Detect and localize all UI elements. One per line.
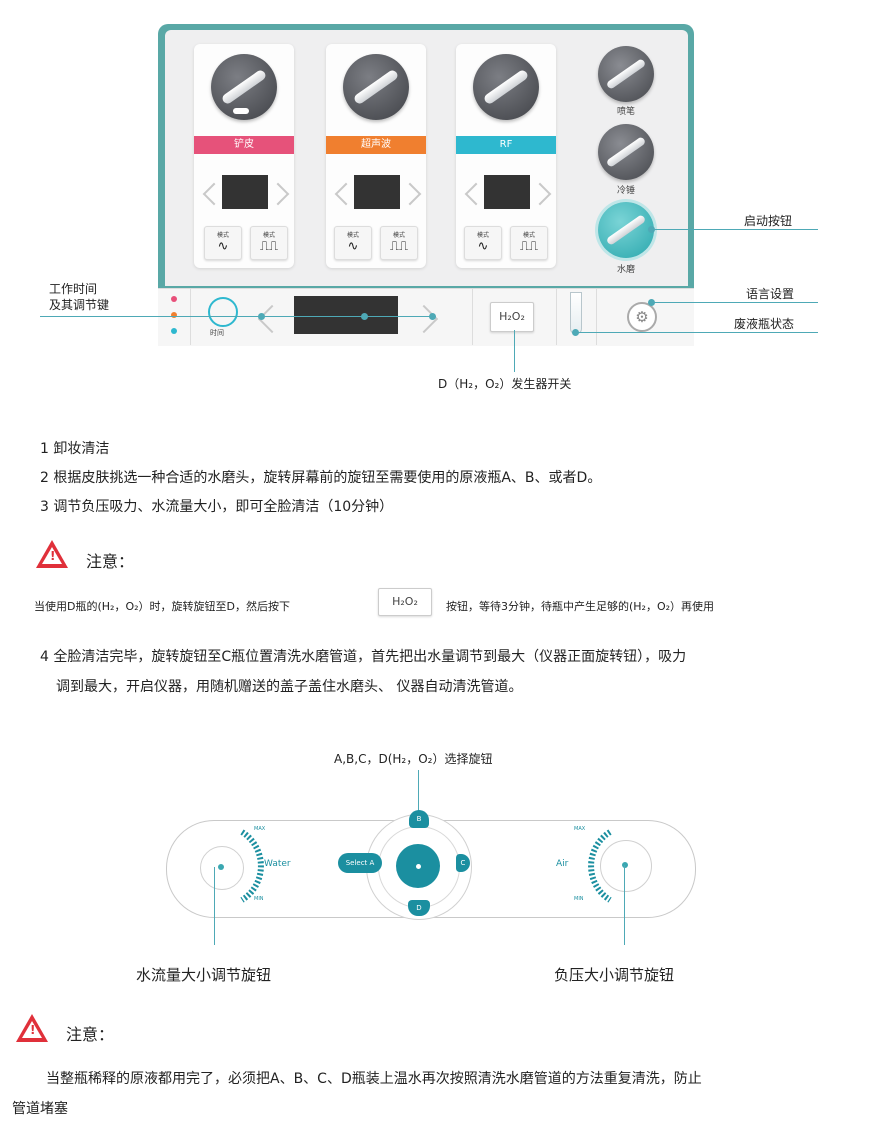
notice-text-after: 按钮，等待3分钟，待瓶中产生足够的(H₂，O₂）再使用 (446, 600, 715, 613)
warning-icon: ! (16, 1014, 48, 1042)
side-tool-label: 喷笔 (616, 107, 635, 117)
mode-button-pulse[interactable]: 模式⎍⎍ (510, 226, 548, 260)
h2o2-generator-button[interactable]: H₂O₂ (490, 302, 534, 332)
waste-bottle-icon (570, 292, 582, 334)
notice-title: 注意： (66, 1025, 115, 1044)
mode-button-pulse[interactable]: 模式⎍⎍ (250, 226, 288, 260)
water-knob-label: 水流量大小调节旋钮 (136, 966, 272, 984)
selector-d[interactable]: D (408, 900, 430, 916)
pulse-wave-icon: ⎍⎍ (389, 239, 409, 254)
select-a-pill[interactable]: Select A (338, 853, 382, 873)
side-tool-label: 冷锤 (616, 186, 635, 196)
card-label: 铲皮 (194, 136, 294, 154)
callout-waste-bottle: 废液瓶状态 (734, 317, 795, 331)
notice-2-line-1: 当整瓶稀释的原液都用完了，必须把A、B、C、D瓶装上温水再次按照清洗水磨管道的方… (46, 1071, 702, 1087)
pulse-wave-icon: ⎍⎍ (259, 239, 279, 254)
pulse-wave-icon: ⎍⎍ (519, 239, 539, 254)
sine-wave-icon: ∿ (347, 239, 359, 254)
mode-button-sine[interactable]: 模式∿ (204, 226, 242, 260)
gear-icon[interactable]: ⚙ (627, 302, 657, 332)
air-knob-label: 负压大小调节旋钮 (554, 966, 675, 984)
card-display (222, 175, 268, 209)
water-arc-icon (240, 829, 264, 903)
spray-pen-icon[interactable] (598, 46, 654, 102)
air-arc-icon (588, 829, 612, 903)
warning-icon: ! (36, 540, 68, 568)
side-tool-label: 水磨 (616, 265, 635, 275)
callout-work-time: 工作时间 (49, 282, 98, 296)
selector-c[interactable]: C (456, 854, 470, 872)
card-label: 超声波 (326, 136, 426, 154)
air-max-label: MAX (574, 826, 586, 832)
timer-display (294, 296, 398, 334)
sine-wave-icon: ∿ (217, 239, 229, 254)
water-knob-center (218, 864, 224, 870)
selector-title: A,B,C，D(H₂，O₂）选择旋钮 (334, 752, 493, 766)
mode-button-sine[interactable]: 模式∿ (464, 226, 502, 260)
sine-wave-icon: ∿ (477, 239, 489, 254)
card-display (484, 175, 530, 209)
mode-button-sine[interactable]: 模式∿ (334, 226, 372, 260)
cold-hammer-icon[interactable] (598, 124, 654, 180)
step-3: 3 调节负压吸力、水流量大小，即可全脸清洁（10分钟） (40, 499, 394, 515)
mode-button-pulse[interactable]: 模式⎍⎍ (380, 226, 418, 260)
air-min-label: MIN (574, 896, 584, 902)
card-label: RF (456, 136, 556, 154)
step-4-line-2: 调到最大，开启仪器，用随机赠送的盖子盖住水磨头、 仪器自动清洗管道。 (56, 679, 523, 695)
air-knob-center (622, 862, 628, 868)
card-display (354, 175, 400, 209)
scrubber-handpiece-icon (211, 54, 277, 120)
timer-label: 时间 (210, 329, 224, 337)
water-max-label: MAX (254, 826, 266, 832)
ultrasonic-handpiece-icon (343, 54, 409, 120)
callout-language: 语言设置 (746, 287, 795, 301)
selector-b[interactable]: B (409, 810, 429, 828)
stopwatch-icon (208, 297, 238, 327)
status-dot (171, 312, 177, 318)
step-4-line-1: 4 全脸清洁完毕，旋转旋钮至C瓶位置清洗水磨管道，首先把出水量调节到最大（仪器正… (40, 649, 687, 665)
hydro-dermabrasion-icon[interactable] (598, 202, 654, 258)
callout-start-button: 启动按钮 (744, 214, 793, 228)
step-2: 2 根据皮肤挑选一种合适的水磨头，旋转屏幕前的旋钮至需要使用的原液瓶A、B、或者… (40, 470, 602, 486)
h2o2-button-inline: H₂O₂ (378, 588, 432, 616)
step-1: 1 卸妆清洁 (40, 441, 110, 457)
water-min-label: MIN (254, 896, 264, 902)
status-dot (171, 328, 177, 334)
water-label: Water (264, 859, 291, 869)
notice-title: 注意： (86, 552, 135, 571)
rf-handpiece-icon (473, 54, 539, 120)
status-dot (171, 296, 177, 302)
device-bottom-bar (158, 288, 694, 346)
callout-work-time-adjust: 及其调节键 (49, 298, 110, 312)
notice-2-line-2: 管道堵塞 (12, 1101, 68, 1117)
callout-generator-switch: D（H₂，O₂）发生器开关 (438, 377, 572, 391)
air-label: Air (556, 859, 569, 869)
notice-text-before: 当使用D瓶的(H₂，O₂）时，旋转旋钮至D，然后按下 (34, 600, 290, 613)
